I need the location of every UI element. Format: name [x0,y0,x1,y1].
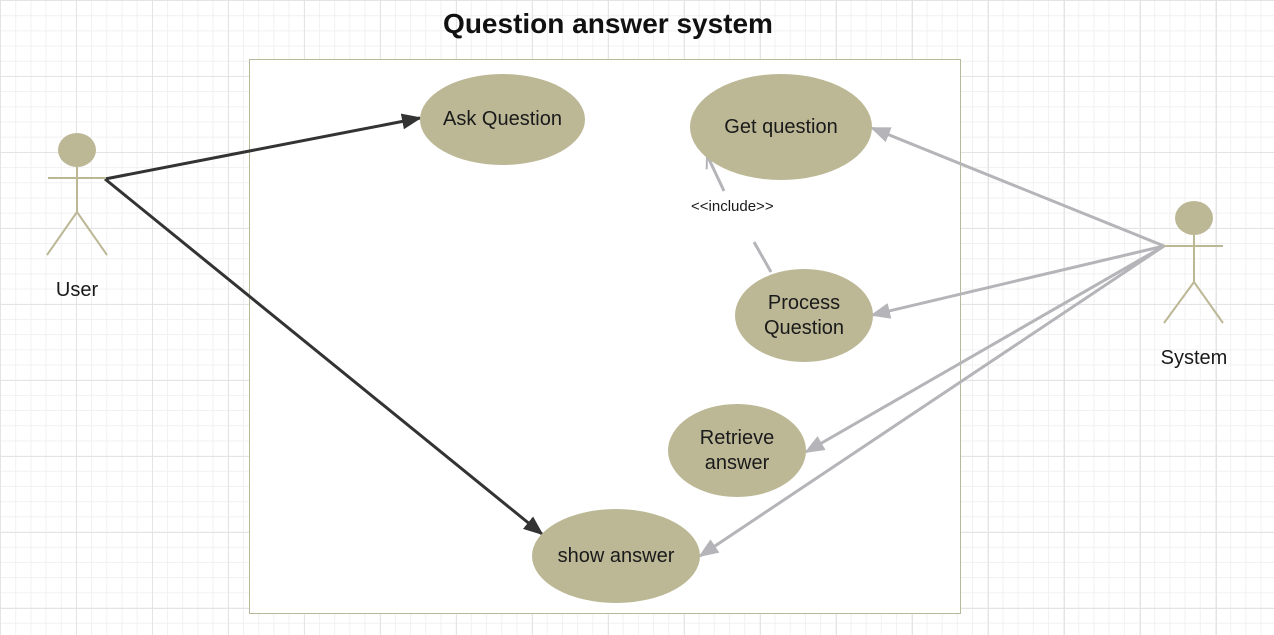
use-case-retrieve-answer[interactable]: Retrieve answer [668,404,806,497]
user-actor-label: User [55,279,99,301]
system-actor-label: System [1160,347,1228,369]
diagram-title: Question answer system [443,8,773,39]
include-stereotype-label: <<include>> [689,198,776,215]
use-case-show-answer[interactable]: show answer [532,509,700,603]
use-case-ask-question[interactable]: Ask Question [420,74,585,165]
use-case-get-question[interactable]: Get question [690,74,872,180]
use-case-process-question[interactable]: Process Question [735,269,873,362]
